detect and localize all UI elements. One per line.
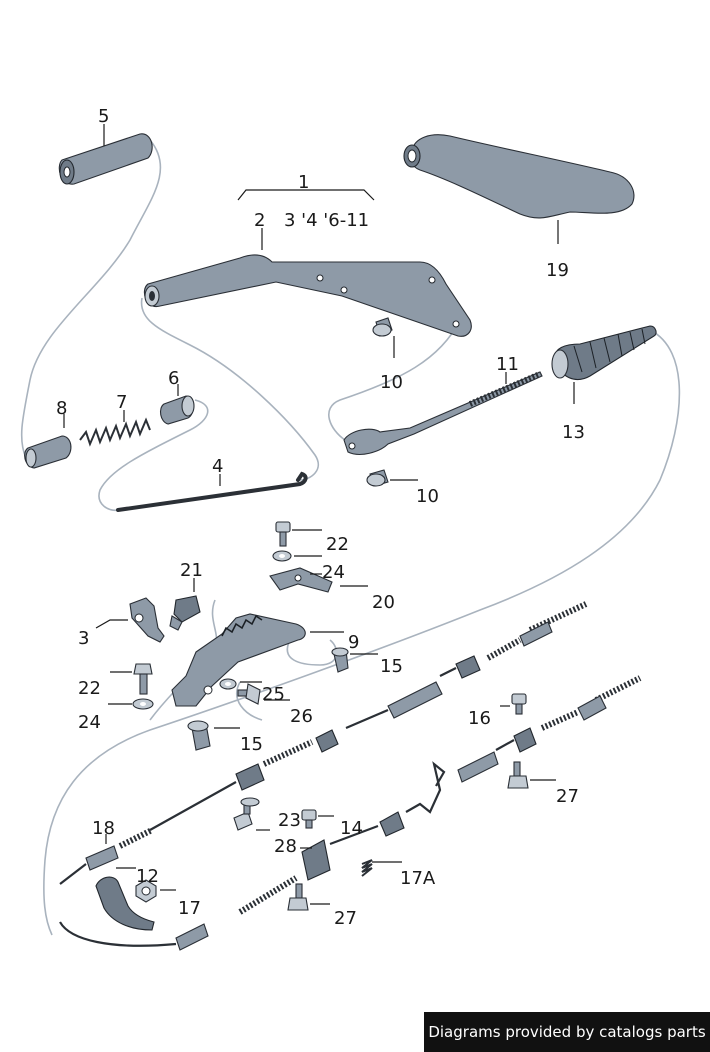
mounting-bracket-part bbox=[269, 567, 333, 593]
brake-cable-part bbox=[59, 675, 642, 951]
callout-labels: 5 1 2 3 '4 '6-11 19 6 10 11 7 8 13 4 10 … bbox=[56, 106, 585, 929]
screw-part bbox=[507, 761, 529, 789]
callout-23: 23 bbox=[278, 810, 301, 831]
sleeve-part bbox=[24, 435, 72, 469]
heat-shield-part bbox=[95, 876, 155, 931]
callout-17: 17 bbox=[178, 898, 201, 919]
callout-14: 14 bbox=[340, 818, 363, 839]
ratchet-rod-part bbox=[343, 371, 543, 455]
washer-part bbox=[272, 550, 292, 562]
spring-clip-part bbox=[361, 859, 373, 877]
callout-22-upper: 22 bbox=[326, 534, 349, 555]
callout-10-upper: 10 bbox=[380, 372, 403, 393]
callout-18: 18 bbox=[92, 818, 115, 839]
callout-2: 2 bbox=[254, 210, 265, 231]
washer-part bbox=[240, 797, 260, 807]
connector-wires bbox=[20, 139, 681, 936]
callout-25: 25 bbox=[262, 684, 285, 705]
bolt-part bbox=[237, 683, 261, 705]
handbrake-lever-part bbox=[143, 254, 472, 337]
pushrod-part bbox=[116, 471, 308, 512]
callout-16: 16 bbox=[468, 708, 491, 729]
callout-4: 4 bbox=[212, 456, 223, 477]
credit-banner: Diagrams provided by catalogs parts bbox=[424, 1012, 710, 1052]
callout-5: 5 bbox=[98, 106, 109, 127]
callout-1: 1 bbox=[298, 172, 309, 193]
rivet-nut-part bbox=[187, 720, 211, 751]
rubber-boot-part bbox=[551, 325, 657, 380]
callout-9: 9 bbox=[348, 632, 359, 653]
bolt-part bbox=[275, 521, 291, 547]
screw-part bbox=[511, 693, 527, 715]
pivot-pin-part bbox=[372, 317, 393, 337]
callout-3: 3 bbox=[78, 628, 89, 649]
callout-15-left: 15 bbox=[240, 734, 263, 755]
callout-15-right: 15 bbox=[380, 656, 403, 677]
credit-text: Diagrams provided by catalogs parts bbox=[428, 1023, 706, 1041]
bracket-part bbox=[129, 597, 165, 643]
leader-lines bbox=[63, 124, 575, 905]
screw-part bbox=[287, 883, 309, 911]
callout-12: 12 bbox=[136, 866, 159, 887]
clip-part bbox=[169, 595, 201, 631]
washer-part bbox=[219, 678, 237, 690]
callout-8: 8 bbox=[56, 398, 67, 419]
spring-part bbox=[79, 417, 151, 447]
callout-24-lower: 24 bbox=[78, 712, 101, 733]
brake-cable-part bbox=[59, 601, 588, 885]
callout-10-lower: 10 bbox=[416, 486, 439, 507]
callout-7: 7 bbox=[116, 392, 127, 413]
callout-21: 21 bbox=[180, 560, 203, 581]
grip-sleeve-part bbox=[58, 133, 153, 185]
bushing-part bbox=[159, 395, 195, 425]
rivet-nut-part bbox=[331, 647, 349, 673]
callout-17a: 17A bbox=[400, 868, 436, 889]
handle-cover-part bbox=[403, 134, 635, 219]
callout-27-right: 27 bbox=[556, 786, 579, 807]
pivot-pin-part bbox=[366, 469, 389, 487]
screw-part bbox=[301, 809, 317, 829]
callout-20: 20 bbox=[372, 592, 395, 613]
callout-13: 13 bbox=[562, 422, 585, 443]
callout-28: 28 bbox=[274, 836, 297, 857]
callout-1-subtitle: 3 '4 '6-11 bbox=[284, 210, 369, 231]
washer-part bbox=[132, 698, 154, 710]
ratchet-segment-part bbox=[171, 613, 306, 707]
callout-22-lower: 22 bbox=[78, 678, 101, 699]
callout-19: 19 bbox=[546, 260, 569, 281]
bolt-part bbox=[133, 663, 153, 695]
nut-part bbox=[135, 879, 157, 903]
callout-26: 26 bbox=[290, 706, 313, 727]
callout-24-upper: 24 bbox=[322, 562, 345, 583]
callout-6: 6 bbox=[168, 368, 179, 389]
callout-11: 11 bbox=[496, 354, 519, 375]
callout-27-left: 27 bbox=[334, 908, 357, 929]
